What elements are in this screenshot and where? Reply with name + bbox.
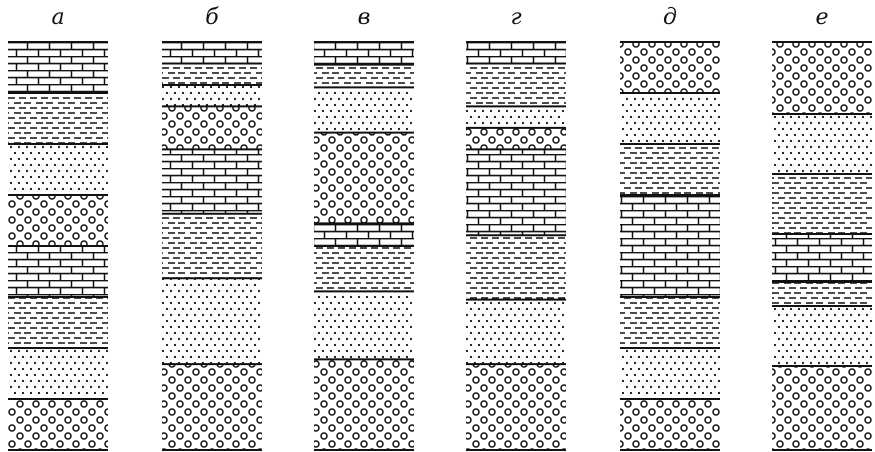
sandstone-layer xyxy=(772,114,872,174)
sandstone-layer xyxy=(466,300,566,364)
conglomerate-layer xyxy=(620,42,720,93)
column-label: г xyxy=(510,5,521,30)
sandstone-layer xyxy=(162,85,262,106)
column-4: г xyxy=(466,5,566,450)
limestone-layer xyxy=(314,223,414,246)
column-label: б xyxy=(205,5,219,30)
limestone-layer xyxy=(466,42,566,63)
conglomerate-layer xyxy=(772,42,872,114)
conglomerate-layer xyxy=(466,128,566,149)
shale-layer xyxy=(162,63,262,84)
limestone-layer xyxy=(314,42,414,65)
conglomerate-layer xyxy=(772,366,872,450)
column-5: д xyxy=(620,5,720,450)
shale-layer xyxy=(314,65,414,88)
shale-layer xyxy=(620,297,720,348)
column-2: б xyxy=(162,5,262,450)
column-label: е xyxy=(815,5,828,30)
limestone-layer xyxy=(162,149,262,213)
column-label: а xyxy=(51,5,64,30)
shale-layer xyxy=(466,235,566,299)
sandstone-layer xyxy=(8,348,108,399)
sandstone-layer xyxy=(620,93,720,144)
conglomerate-layer xyxy=(620,399,720,450)
shale-layer xyxy=(620,144,720,195)
conglomerate-layer xyxy=(8,399,108,450)
conglomerate-layer xyxy=(314,359,414,450)
sandstone-layer xyxy=(314,291,414,359)
sandstone-layer xyxy=(620,348,720,399)
conglomerate-layer xyxy=(466,364,566,450)
limestone-layer xyxy=(8,42,108,93)
column-label: в xyxy=(358,5,371,30)
column-3: в xyxy=(314,5,414,450)
conglomerate-layer xyxy=(8,195,108,246)
column-6: е xyxy=(772,5,872,450)
shale-layer xyxy=(8,93,108,144)
sandstone-layer xyxy=(8,144,108,195)
limestone-layer xyxy=(8,246,108,297)
shale-layer xyxy=(466,63,566,106)
sandstone-layer xyxy=(772,306,872,366)
limestone-layer xyxy=(772,234,872,282)
limestone-layer xyxy=(620,195,720,297)
sandstone-layer xyxy=(466,106,566,127)
shale-layer xyxy=(314,246,414,291)
conglomerate-layer xyxy=(314,133,414,224)
conglomerate-layer xyxy=(162,106,262,149)
limestone-layer xyxy=(466,149,566,235)
shale-layer xyxy=(162,214,262,278)
column-label: д xyxy=(663,5,677,30)
column-1: а xyxy=(8,5,108,450)
shale-layer xyxy=(772,282,872,306)
limestone-layer xyxy=(162,42,262,63)
shale-layer xyxy=(772,174,872,234)
conglomerate-layer xyxy=(162,364,262,450)
shale-layer xyxy=(8,297,108,348)
sandstone-layer xyxy=(314,87,414,132)
sandstone-layer xyxy=(162,278,262,364)
